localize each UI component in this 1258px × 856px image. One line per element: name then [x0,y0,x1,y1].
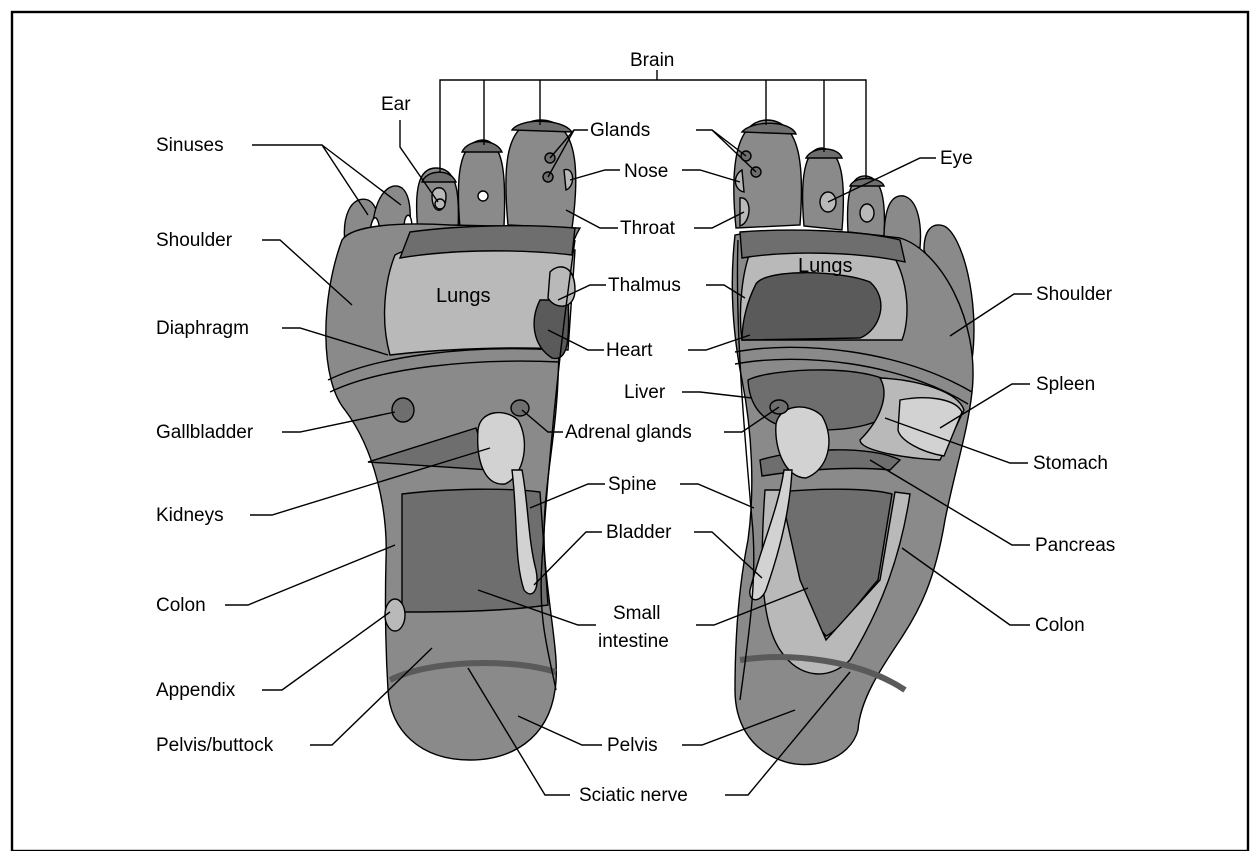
label-liver: Liver [624,382,666,403]
label-brain: Brain [630,50,674,71]
left-foot [326,120,580,760]
right-heart-zone [742,273,881,340]
label-thalmus: Thalmus [608,275,681,296]
label-ear: Ear [381,94,411,115]
sinuses-leader-2 [322,145,401,205]
label-pelvis: Pelvis [607,735,658,756]
label-appendix: Appendix [156,680,236,701]
label-lungs-right: Lungs [798,255,853,277]
label-small-intestine-2: intestine [598,631,669,652]
label-small-intestine-1: Small [613,603,661,624]
left-toe-tip-2 [462,142,502,153]
nose-leader-r [682,170,740,182]
label-pancreas: Pancreas [1035,535,1115,556]
label-spleen: Spleen [1036,374,1095,395]
label-colon-right: Colon [1035,615,1085,636]
label-sciatic-nerve: Sciatic nerve [579,785,688,806]
labels: Brain Lungs Lungs Ear Sinuses Shoulder D… [156,50,1115,806]
spine-leader-r [680,484,754,508]
sinuses-leader-1 [252,145,368,215]
right-eye-zone-2 [860,204,874,222]
label-pelvis-buttock: Pelvis/buttock [156,735,274,756]
label-bladder: Bladder [606,522,672,543]
appendix-leader [262,612,390,690]
label-kidneys: Kidneys [156,505,224,526]
left-appendix-zone [385,599,405,631]
right-toe-tip-1 [742,123,796,134]
left-second-toe [458,140,504,228]
label-colon-left: Colon [156,595,206,616]
label-lungs-left: Lungs [436,285,491,307]
left-toe-tip-1 [512,121,572,132]
label-shoulder-left: Shoulder [156,230,233,251]
label-diaphragm: Diaphragm [156,318,249,339]
left-toe2-spot [478,191,488,201]
label-stomach: Stomach [1033,453,1108,474]
label-spine: Spine [608,474,657,495]
right-foot [732,120,974,765]
label-gallbladder: Gallbladder [156,422,254,443]
label-adrenal-glands: Adrenal glands [565,422,692,443]
colon-left-leader [225,545,395,605]
nose-leader-l [570,170,620,180]
label-sinuses: Sinuses [156,135,224,156]
right-second-toe [803,148,844,230]
label-glands: Glands [590,120,650,141]
label-eye: Eye [940,148,973,169]
label-throat: Throat [620,218,676,239]
left-gallbladder-zone [392,398,414,422]
label-shoulder-right: Shoulder [1036,284,1113,305]
label-heart: Heart [606,340,653,361]
label-nose: Nose [624,161,668,182]
